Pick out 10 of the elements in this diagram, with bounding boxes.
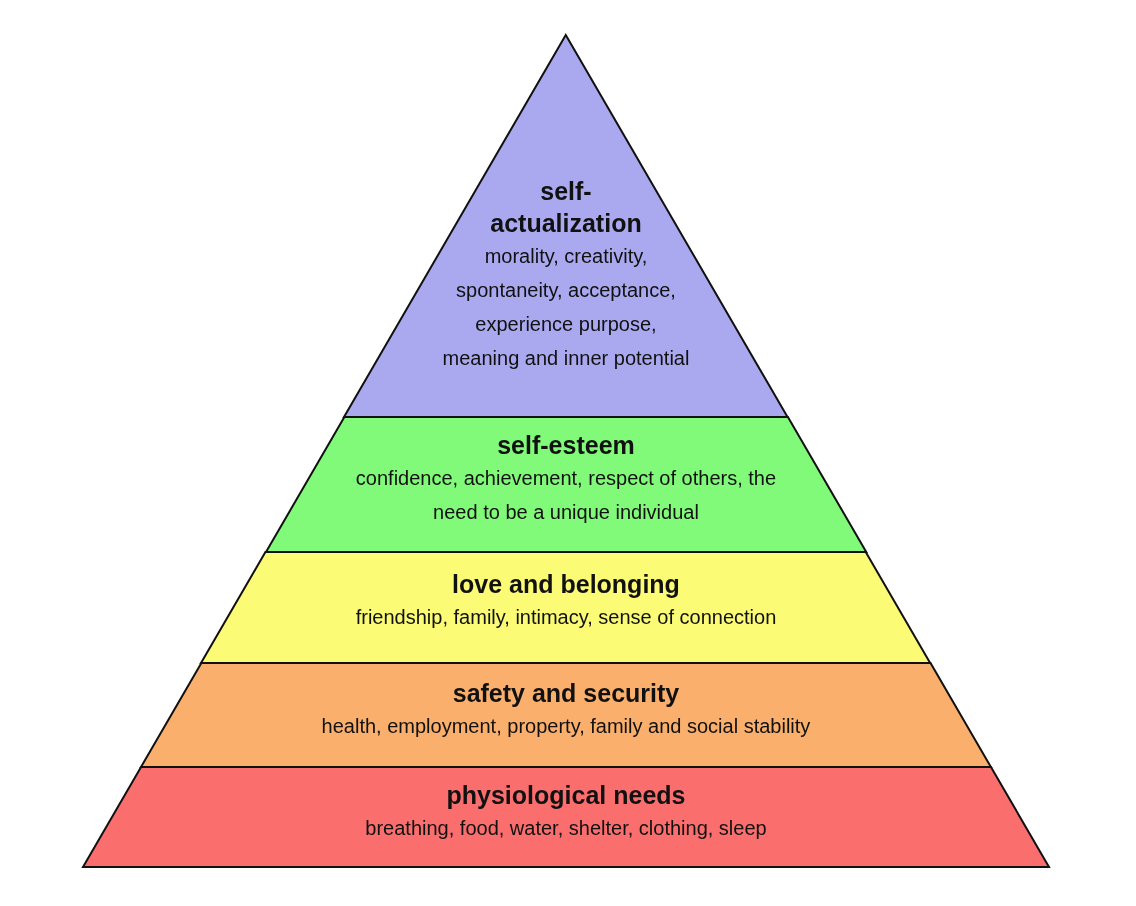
tier-title: love and belonging: [452, 569, 680, 600]
tier-description: health, employment, property, family and social stability: [321, 714, 811, 739]
tier-title: self-actualization: [489, 176, 643, 239]
tier-title: safety and security: [452, 678, 680, 709]
tier-description: morality, creativity, spontaneity, acceptance, experience purpose, meaning and inner potential: [441, 244, 691, 371]
tier-description: confidence, achievement, respect of others, the need to be a unique individual: [354, 466, 778, 525]
tier-title: physiological needs: [446, 780, 686, 811]
tier-description: friendship, family, intimacy, sense of connection: [355, 605, 777, 630]
tier-description: breathing, food, water, shelter, clothing, sleep: [365, 816, 767, 841]
tier-title: self-esteem: [497, 430, 635, 461]
